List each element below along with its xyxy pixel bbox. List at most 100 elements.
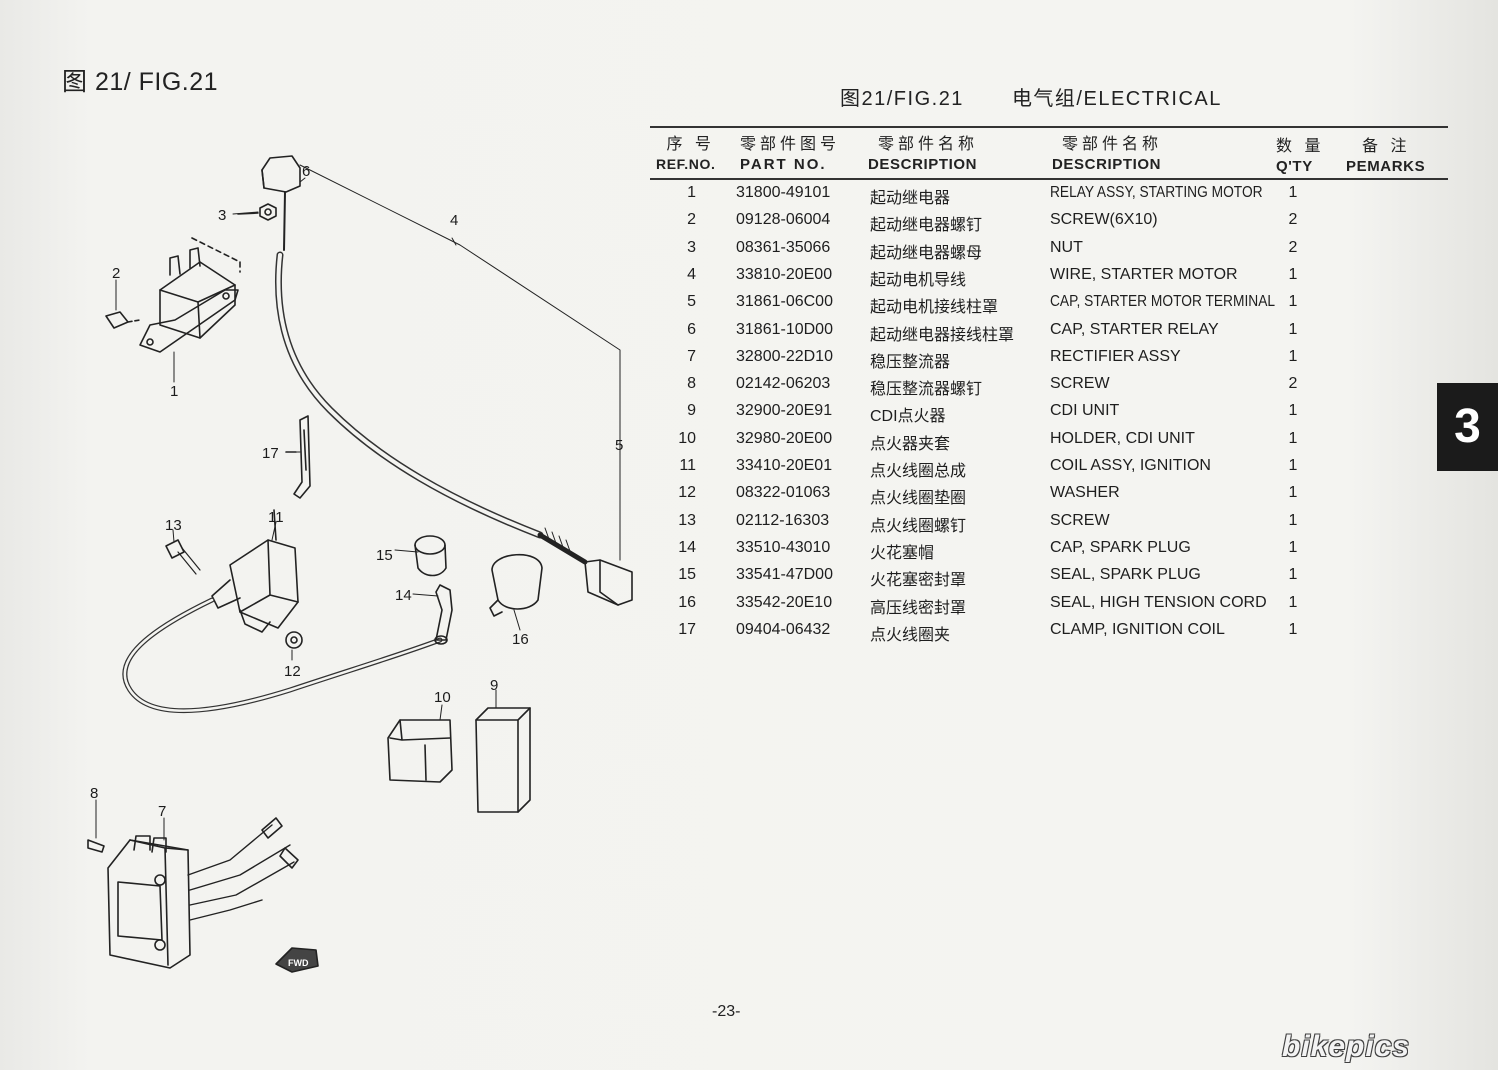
quantity: 1 <box>1288 347 1298 365</box>
callout-7: 7 <box>158 803 166 820</box>
ref-number: 16 <box>678 593 696 611</box>
part-number: 33541-47D00 <box>736 566 833 584</box>
description-cn: 点火器夹套 <box>870 435 951 453</box>
fwd-arrow-drawing <box>275 947 319 973</box>
watermark-logo: bikepics <box>1282 1030 1411 1063</box>
callout-17: 17 <box>262 445 279 462</box>
quantity: 1 <box>1288 429 1298 447</box>
header-description-en: 零部件名称 DESCRIPTION <box>1052 136 1163 173</box>
description-en: COIL ASSY, IGNITION <box>1050 457 1211 474</box>
callout-13: 13 <box>165 517 182 534</box>
quantity: 1 <box>1288 566 1298 584</box>
part-number: 09128-06004 <box>736 211 831 229</box>
callout-2: 2 <box>112 265 120 282</box>
table-row: 8 02142-06203 稳压整流器螺钉 SCREW 2 <box>650 375 1448 402</box>
part-number: 08322-01063 <box>736 484 831 502</box>
quantity: 1 <box>1288 457 1298 474</box>
description-en: SEAL, HIGH TENSION CORD <box>1050 593 1267 611</box>
cdi-holder-drawing <box>387 719 453 783</box>
description-en: RELAY ASSY, STARTING MOTOR <box>1050 184 1263 201</box>
ref-number: 7 <box>687 347 696 365</box>
spark-plug-seal-drawing <box>414 535 447 577</box>
ref-number: 4 <box>687 265 696 283</box>
coil-screw-drawing <box>165 539 201 575</box>
part-number: 33510-43010 <box>736 538 831 556</box>
callout-4: 4 <box>450 212 458 229</box>
ref-number: 1 <box>687 184 696 201</box>
part-number: 32980-20E00 <box>736 429 833 447</box>
description-cn: 起动电机接线柱罩 <box>870 299 999 317</box>
description-en: NUT <box>1050 238 1083 256</box>
starter-terminal-cap-drawing <box>584 559 633 606</box>
description-en: CAP, SPARK PLUG <box>1050 538 1191 556</box>
callout-6: 6 <box>302 163 310 180</box>
description-en: CDI UNIT <box>1050 402 1120 420</box>
description-en: WASHER <box>1050 484 1120 502</box>
header-ref: 序 号 REF.NO. <box>656 136 716 172</box>
ref-number: 17 <box>678 620 696 638</box>
description-cn: 起动继电器接线柱罩 <box>870 326 1015 344</box>
spark-plug-cap-drawing <box>434 584 453 645</box>
table-top-rule <box>650 126 1448 128</box>
quantity: 1 <box>1288 402 1298 420</box>
quantity: 1 <box>1288 593 1298 611</box>
header-remarks: 备 注 PEMARKS <box>1346 138 1426 175</box>
description-cn: 火花塞密封罩 <box>870 572 967 590</box>
ref-number: 11 <box>679 457 696 474</box>
ref-number: 12 <box>678 484 696 502</box>
description-cn: 点火线圈夹 <box>870 626 951 644</box>
quantity: 1 <box>1288 511 1298 529</box>
part-number: 02142-06203 <box>736 375 831 393</box>
exploded-parts-diagram: 1 2 3 4 5 6 7 8 9 10 11 12 13 14 15 16 1… <box>87 155 633 973</box>
quantity: 1 <box>1288 265 1298 283</box>
quantity: 2 <box>1288 238 1298 256</box>
part-number: 33542-20E10 <box>736 593 833 611</box>
description-en: WIRE, STARTER MOTOR <box>1050 265 1238 283</box>
relay-screw-drawing <box>105 311 141 329</box>
description-en: CLAMP, IGNITION COIL <box>1050 620 1225 638</box>
ref-number: 3 <box>687 238 696 256</box>
quantity: 1 <box>1288 293 1298 311</box>
relay-terminal-cap-drawing <box>261 155 301 251</box>
description-cn: 稳压整流器 <box>870 353 951 371</box>
figure-title: 图 21/ FIG.21 <box>62 68 219 96</box>
description-en: SCREW <box>1050 375 1110 393</box>
ref-number: 13 <box>678 511 696 529</box>
callout-12: 12 <box>284 663 301 680</box>
quantity: 2 <box>1288 375 1298 393</box>
callout-10: 10 <box>434 689 451 706</box>
description-cn: 点火线圈螺钉 <box>870 517 967 535</box>
part-number: 31800-49101 <box>736 184 831 201</box>
quantity: 2 <box>1288 211 1298 229</box>
header-qty: 数 量 Q'TY <box>1276 138 1325 175</box>
callout-15: 15 <box>376 547 393 564</box>
description-en: SCREW(6X10) <box>1050 211 1158 229</box>
description-en: CAP, STARTER RELAY <box>1050 320 1219 338</box>
ref-number: 10 <box>678 429 696 447</box>
callout-5: 5 <box>615 437 623 454</box>
callout-1: 1 <box>170 383 178 400</box>
description-cn: 稳压整流器螺钉 <box>870 381 983 399</box>
coil-washer-drawing <box>285 631 303 649</box>
fwd-label: FWD <box>288 958 309 968</box>
ref-number: 8 <box>687 375 696 393</box>
description-en: SCREW <box>1050 511 1110 529</box>
part-number: 02112-16303 <box>736 511 830 529</box>
high-tension-cord-seal-drawing <box>489 553 543 617</box>
rectifier-drawing <box>87 817 299 969</box>
description-en: CAP, STARTER MOTOR TERMINAL <box>1050 293 1276 311</box>
part-number: 31861-06C00 <box>736 293 833 311</box>
ignition-coil-clamp-drawing <box>285 415 311 499</box>
callout-8: 8 <box>90 785 98 802</box>
part-number: 31861-10D00 <box>736 320 833 338</box>
